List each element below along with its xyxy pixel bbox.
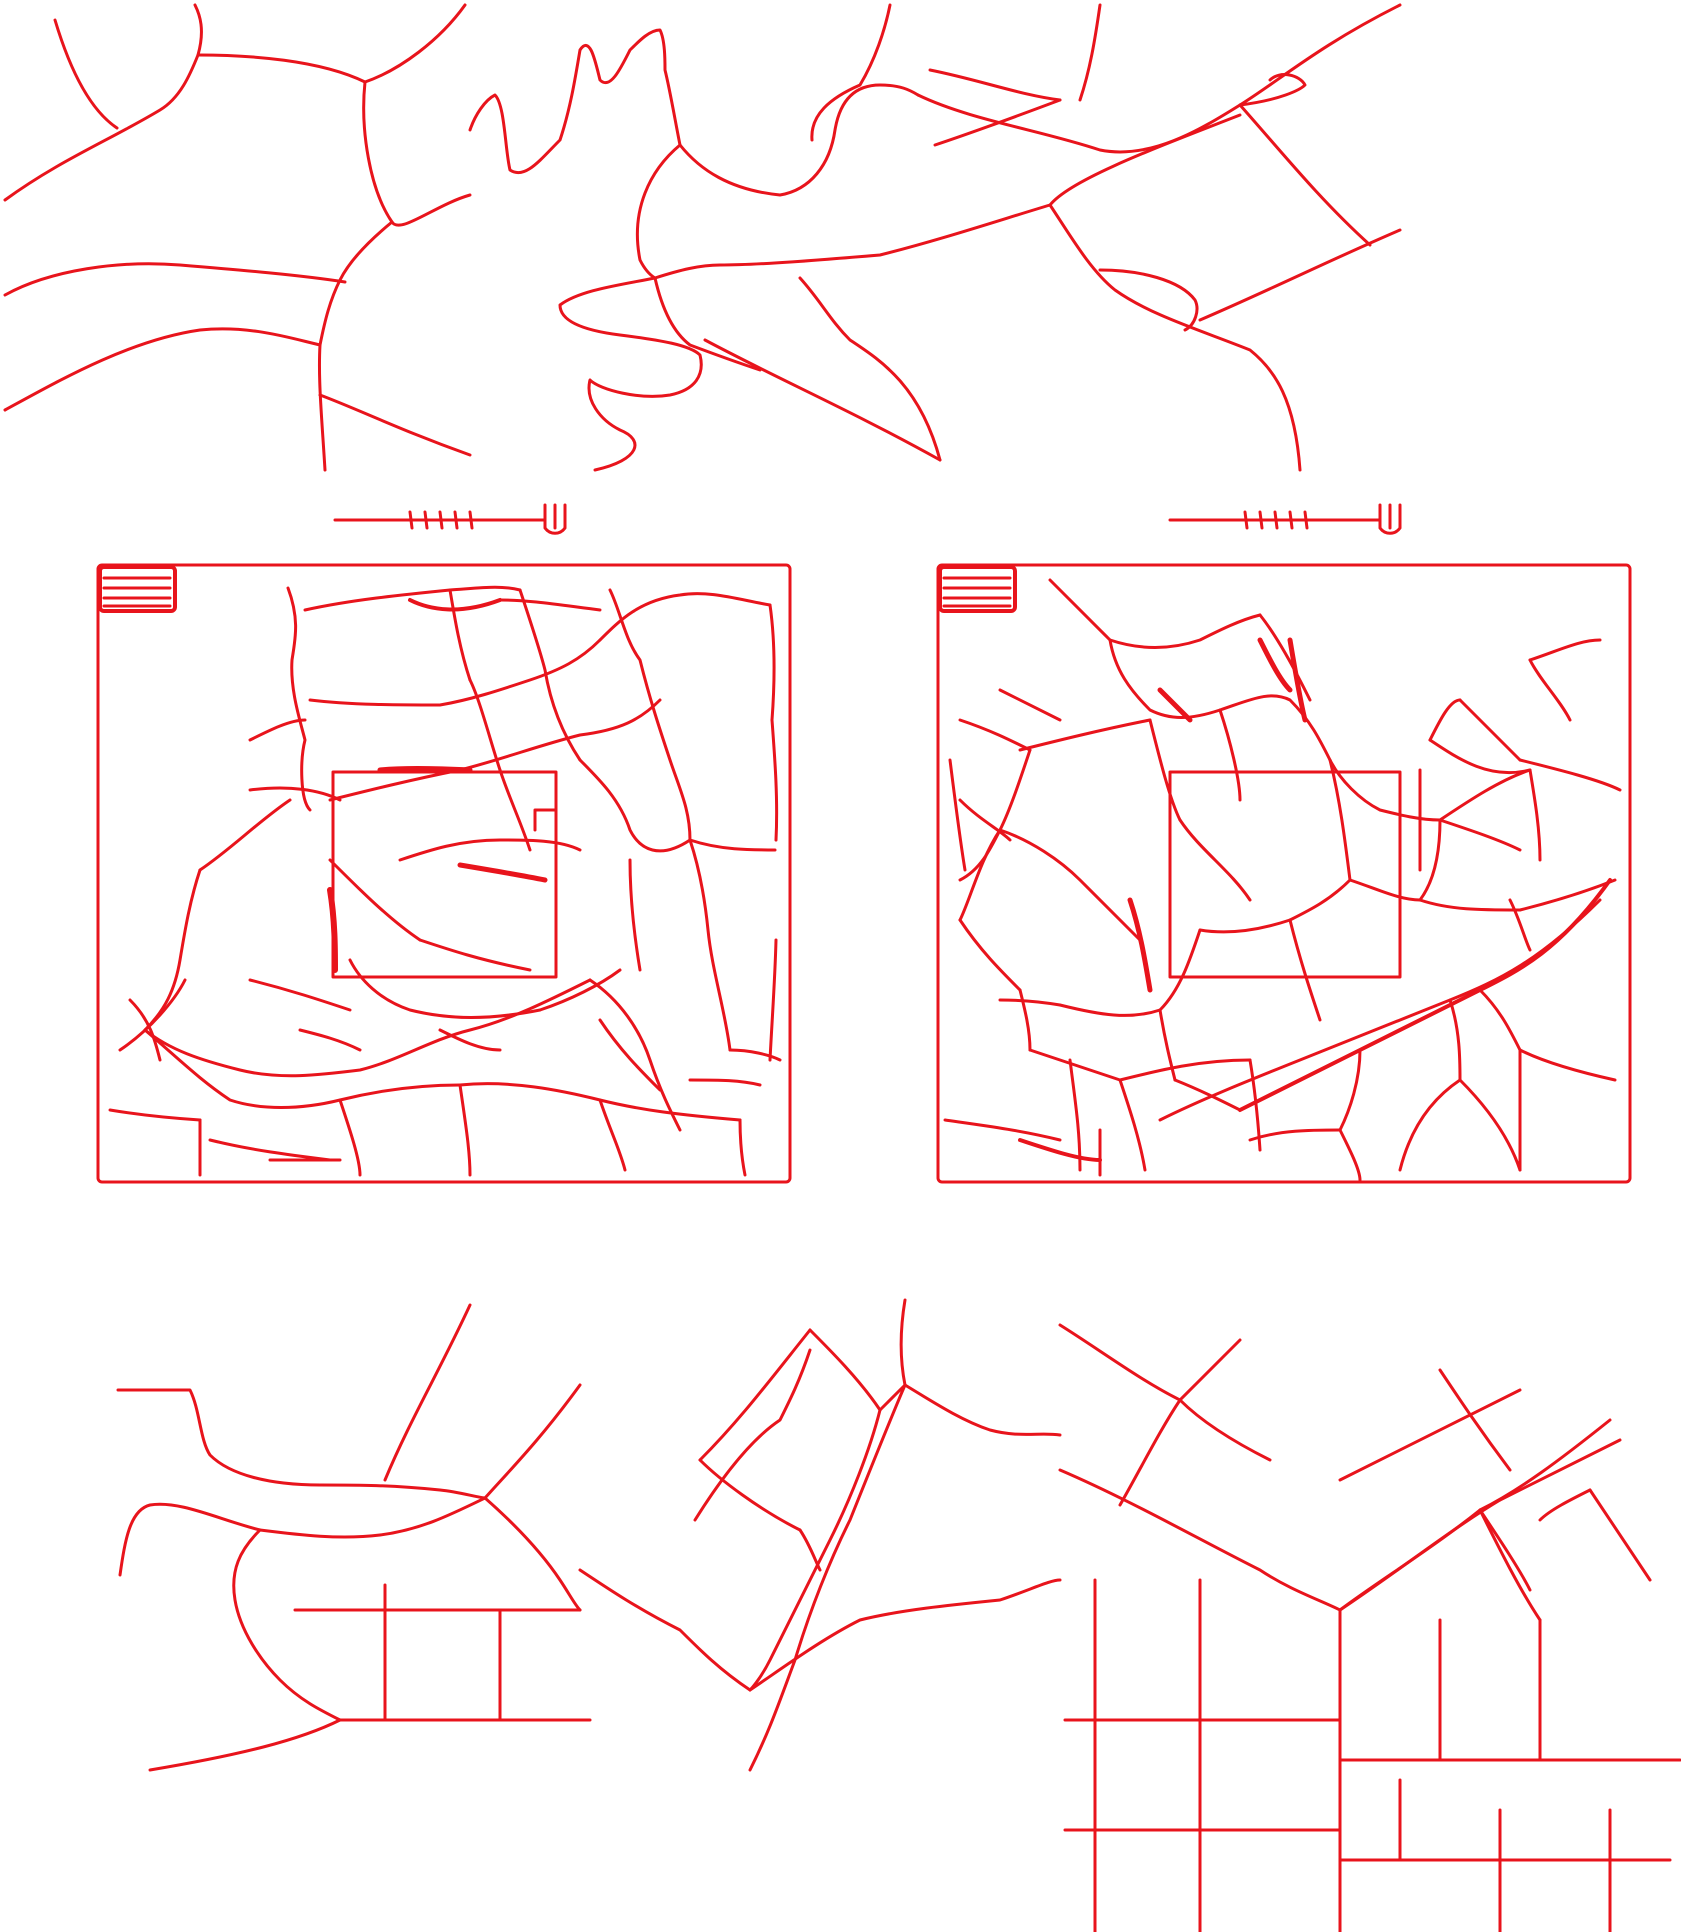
bottom-street-graph [116, 1298, 1681, 1932]
scale-bar-left [333, 503, 567, 535]
top-street-network [3, 3, 1402, 472]
scale-bar-right [1168, 503, 1402, 535]
middle-right-map [936, 563, 1632, 1184]
middle-left-map [96, 563, 792, 1184]
